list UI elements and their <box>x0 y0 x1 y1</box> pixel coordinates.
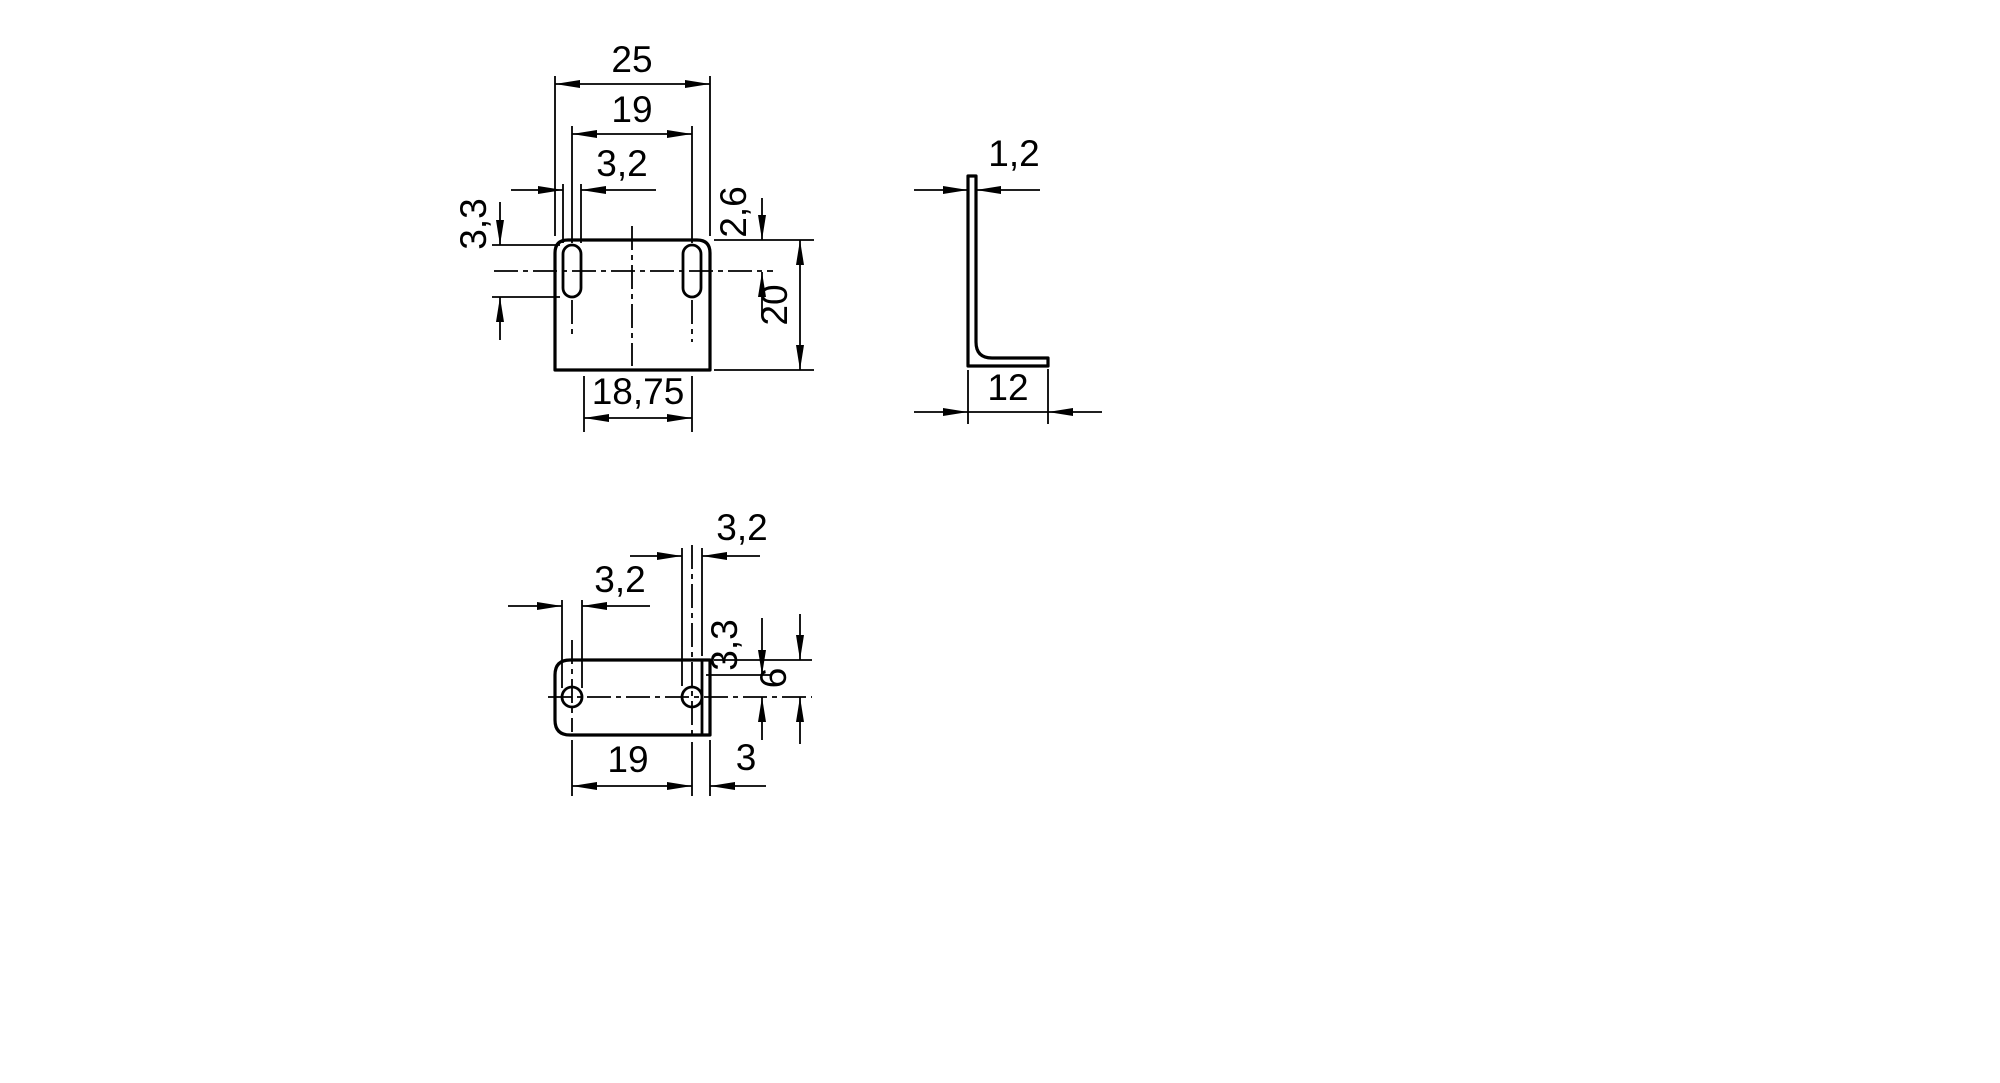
dim-bottom-hole-spacing: 19 <box>572 739 692 790</box>
dim-label-leg-depth: 12 <box>987 367 1028 408</box>
front-view: 25 19 3,2 3,3 2,6 20 <box>453 39 814 432</box>
dim-left-hole-width: 3,2 <box>508 559 650 610</box>
dim-label-hole-to-edge: 3 <box>736 737 757 778</box>
dim-label-right-hole-width: 3,2 <box>716 507 767 548</box>
dim-hole-offset: 3,3 <box>704 618 766 740</box>
dim-overall-height: 20 <box>754 240 804 370</box>
dim-label-slot-width: 3,2 <box>596 143 647 184</box>
dim-label-top-edge-to-hole: 6 <box>753 668 794 689</box>
dim-label-slot-length: 3,3 <box>453 198 494 249</box>
dim-label-top-to-hole: 2,6 <box>713 186 754 237</box>
dim-leg-depth: 12 <box>914 367 1102 416</box>
dim-label-bottom-width: 18,75 <box>592 371 685 412</box>
dim-label-bottom-hole-spacing: 19 <box>607 739 648 780</box>
dim-label-material-thickness: 1,2 <box>988 133 1039 174</box>
dim-label-hole-spacing: 19 <box>611 89 652 130</box>
side-profile-outline <box>966 174 1050 368</box>
bottom-plate-outline <box>553 658 712 737</box>
dim-bottom-width: 18,75 <box>584 371 692 422</box>
dim-slot-length: 3,3 <box>453 198 504 340</box>
front-plate-outline <box>553 238 712 372</box>
dim-slot-width: 3,2 <box>511 143 656 194</box>
dim-label-overall-width: 25 <box>611 39 652 80</box>
dim-hole-spacing: 19 <box>572 89 692 138</box>
dim-top-to-hole: 2,6 <box>713 186 766 315</box>
dim-top-edge-to-hole: 6 <box>753 614 804 744</box>
dim-label-overall-height: 20 <box>754 284 795 325</box>
dim-overall-width: 25 <box>555 39 710 88</box>
dim-hole-to-edge: 3 <box>710 737 766 790</box>
dim-right-hole-width: 3,2 <box>630 507 768 560</box>
side-view: 1,2 12 <box>914 133 1102 424</box>
dim-material-thickness: 1,2 <box>914 133 1040 194</box>
bottom-view: 3,2 3,2 3,3 6 19 3 <box>508 507 812 796</box>
dim-label-hole-offset: 3,3 <box>704 619 745 670</box>
dim-label-left-hole-width: 3,2 <box>594 559 645 600</box>
